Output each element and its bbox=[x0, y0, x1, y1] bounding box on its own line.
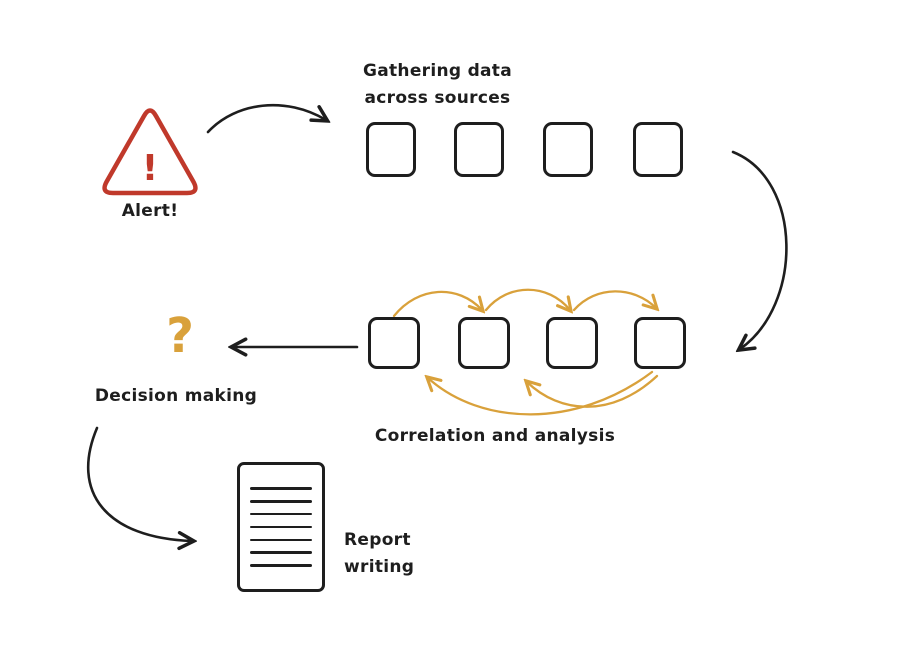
correlation-back-arrow-1 bbox=[428, 370, 654, 416]
document-line bbox=[250, 500, 312, 503]
correlation-box-1 bbox=[368, 317, 420, 369]
gathering-box-3 bbox=[543, 122, 593, 177]
report-document-icon bbox=[237, 462, 325, 592]
document-line bbox=[250, 538, 312, 542]
correlation-label: Correlation and analysis bbox=[374, 426, 616, 446]
correlation-box-4 bbox=[634, 317, 686, 369]
alert-triangle-icon: ! bbox=[102, 108, 198, 196]
gathering-label-line1: Gathering data bbox=[362, 61, 513, 81]
question-mark: ? bbox=[166, 308, 194, 364]
decision-label: Decision making bbox=[94, 386, 258, 406]
document-line bbox=[250, 487, 312, 490]
document-line bbox=[250, 512, 312, 516]
report-label-line2: writing bbox=[344, 557, 415, 577]
gathering-box-2 bbox=[454, 122, 504, 177]
document-line bbox=[250, 551, 312, 554]
gathering-box-1 bbox=[366, 122, 416, 177]
correlation-box-2 bbox=[458, 317, 510, 369]
gathering-box-4 bbox=[633, 122, 683, 177]
arrow-alert-to-gathering bbox=[206, 103, 326, 134]
arrow-gathering-to-correlation bbox=[731, 150, 788, 349]
arrow-decision-to-report bbox=[86, 426, 192, 541]
document-line bbox=[250, 525, 312, 529]
correlation-hop-arrow-2 bbox=[484, 288, 570, 310]
correlation-back-arrow-2 bbox=[527, 374, 659, 408]
correlation-box-3 bbox=[546, 317, 598, 369]
gathering-label-line2: across sources bbox=[364, 88, 511, 108]
report-label-line1: Report bbox=[344, 530, 411, 550]
alert-label: Alert! bbox=[121, 201, 179, 221]
document-line bbox=[250, 564, 312, 567]
correlation-hop-arrow-3 bbox=[572, 290, 656, 310]
gathering-label: Gathering data across sources bbox=[330, 58, 545, 112]
correlation-hop-arrow-1 bbox=[392, 290, 482, 318]
alert-exclamation-text: ! bbox=[142, 148, 158, 189]
report-label: Report writing bbox=[344, 527, 474, 581]
